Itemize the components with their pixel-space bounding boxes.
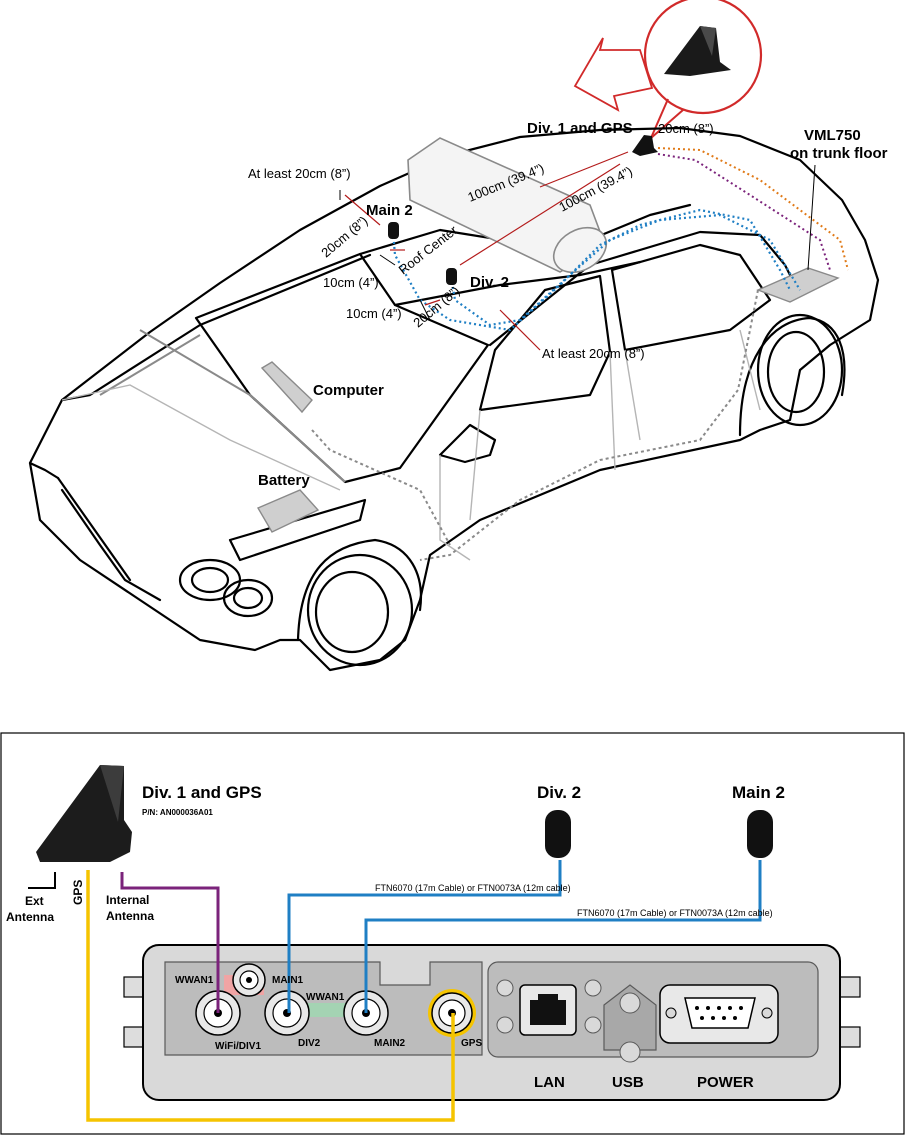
port-gps-label: GPS	[461, 1038, 482, 1049]
battery-label: Battery	[258, 472, 310, 489]
car-diagram: Div. 1 and GPS 20cm (8”) VML750 on trunk…	[28, 0, 888, 672]
forward-direction-arrow	[573, 37, 654, 112]
div1-gps-antenna	[632, 135, 658, 156]
div2-antenna-whip	[545, 810, 571, 858]
port-wwan1-top-label: WWAN1	[175, 975, 214, 986]
main2-antenna-whip	[747, 810, 773, 858]
power-label: POWER	[697, 1074, 754, 1091]
ext-antenna-marker	[28, 872, 56, 889]
antenna-label: Antenna	[6, 910, 54, 924]
dist-100-b-label: 100cm (39.4”)	[556, 163, 634, 214]
div2-label: Div. 2	[470, 274, 509, 291]
ext-label: Ext	[25, 894, 44, 908]
antenna-title: Div. 1 and GPS	[142, 783, 262, 802]
at-least-top-label: At least 20cm (8”)	[248, 166, 351, 181]
main2-antenna	[388, 222, 399, 239]
car-interior-lines	[61, 329, 761, 561]
port-wwan1-mid-label: WWAN1	[306, 992, 345, 1003]
lan-label: LAN	[534, 1074, 565, 1091]
div2-cable-label: FTN6070 (17m Cable) or FTN0073A (12m cab…	[375, 883, 571, 893]
port-wifi-div1-label: WiFi/DIV1	[215, 1041, 261, 1052]
computer-box	[260, 361, 313, 414]
internal-antenna-label: Antenna	[106, 909, 154, 923]
wiring-diagram: Div. 1 and GPS P/N: AN000036A01 Div. 2 M…	[0, 732, 905, 1135]
port-div2-label: DIV2	[298, 1038, 321, 1049]
internal-antenna-cable	[120, 872, 220, 1013]
computer-label: Computer	[313, 382, 384, 399]
usb-port[interactable]	[603, 984, 657, 1063]
battery-box	[256, 489, 320, 533]
antenna-zoom-callout	[643, 0, 763, 139]
dist-10-b-label: 10cm (4”)	[346, 306, 402, 321]
shark-fin-antenna	[36, 765, 132, 862]
dist-10-a-label: 10cm (4”)	[323, 275, 379, 290]
main1-connector[interactable]	[224, 963, 266, 997]
at-least-bottom-label: At least 20cm (8”)	[542, 346, 645, 361]
main2-cable	[364, 860, 762, 1013]
power-port[interactable]	[659, 984, 779, 1044]
div2-antenna	[446, 268, 457, 285]
main2-title: Main 2	[732, 783, 785, 802]
internal-label: Internal	[106, 893, 149, 907]
div2-cable	[287, 860, 562, 1013]
dimension-lines	[339, 151, 816, 351]
main2-cable-label: FTN6070 (17m Cable) or FTN0073A (12m cab…	[577, 908, 773, 918]
antenna-part-number: P/N: AN000036A01	[142, 808, 213, 817]
port-main2-label: MAIN2	[374, 1038, 406, 1049]
dist-20-top-label: 20cm (8”)	[658, 121, 714, 136]
div2-title: Div. 2	[537, 783, 581, 802]
gps-cable	[86, 870, 455, 1122]
port-main1-label: MAIN1	[272, 975, 304, 986]
div2-connector[interactable]	[264, 990, 310, 1036]
vml750-label: VML750	[804, 127, 861, 144]
div1-gps-label: Div. 1 and GPS	[527, 120, 633, 137]
lan-port[interactable]	[519, 984, 577, 1036]
usb-label: USB	[612, 1074, 644, 1091]
roof-rail-tube	[407, 137, 608, 274]
main2-label: Main 2	[366, 202, 413, 219]
trunk-floor-label: on trunk floor	[790, 145, 888, 162]
gps-side-label: GPS	[71, 880, 85, 905]
